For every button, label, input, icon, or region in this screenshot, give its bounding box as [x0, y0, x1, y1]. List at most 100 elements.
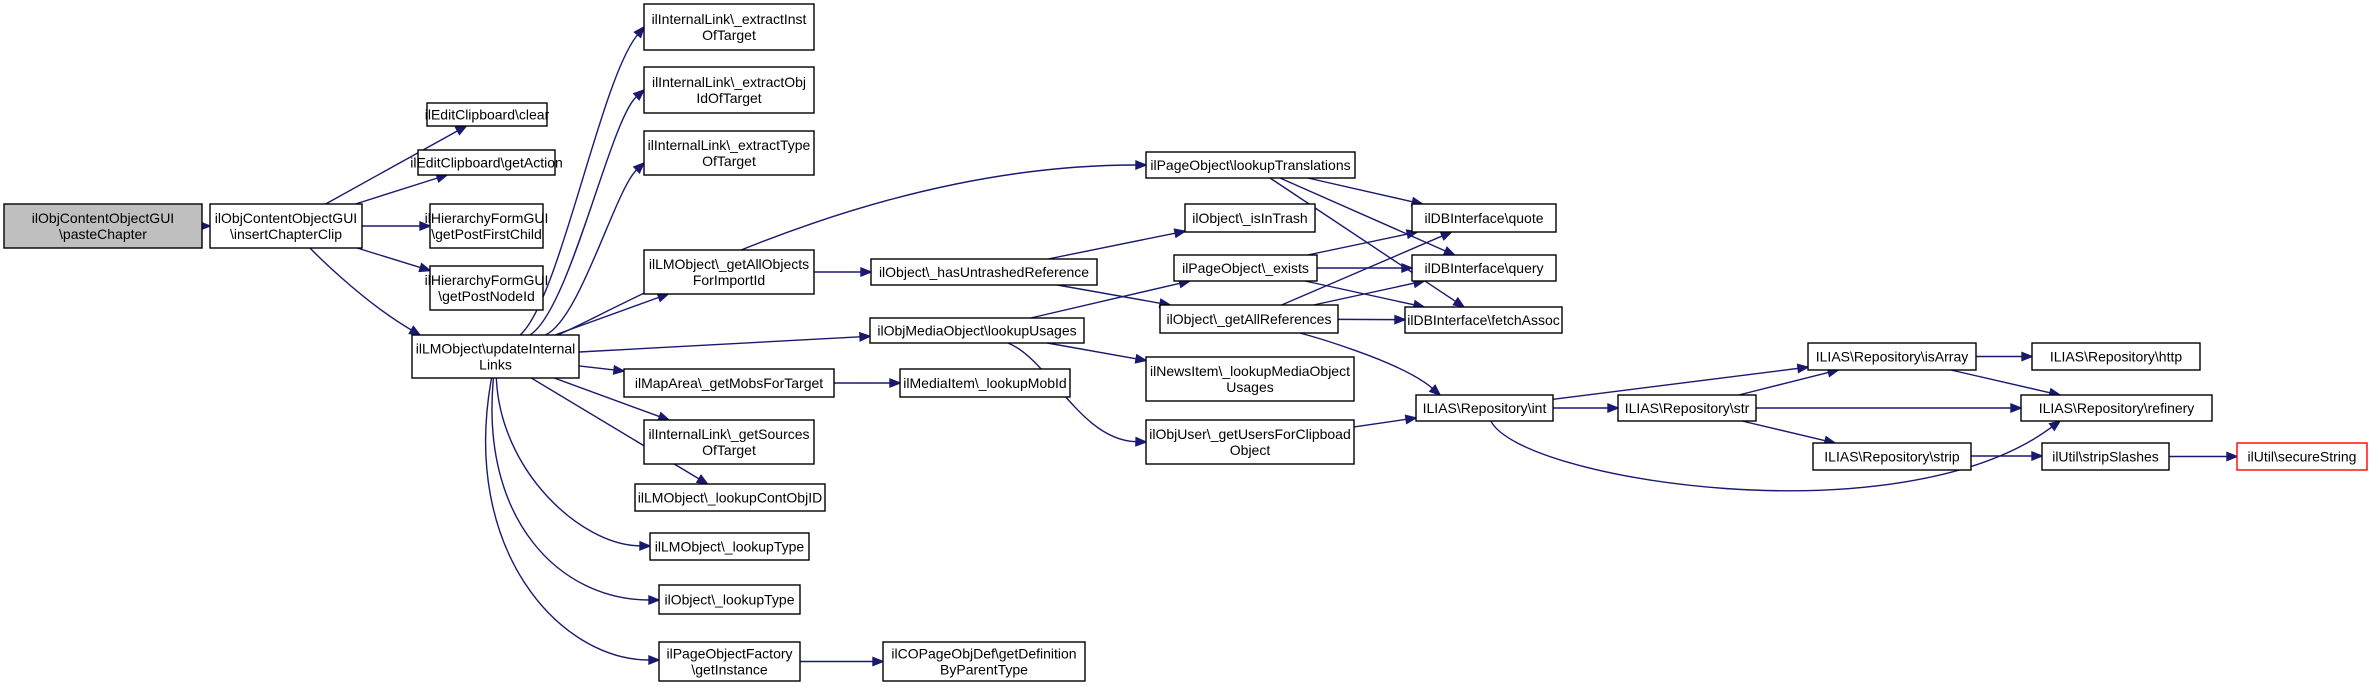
- node-repoStr[interactable]: ILIAS\Repository\str: [1617, 394, 1757, 422]
- node-insert[interactable]: ilObjContentObjectGUI\insertChapterClip: [209, 203, 363, 249]
- node-label: ByParentType: [940, 662, 1028, 678]
- node-box: [429, 265, 544, 311]
- node-quote[interactable]: ilDBInterface\quote: [1411, 203, 1557, 233]
- node-repoStrip[interactable]: ILIAS\Repository\strip: [1812, 442, 1972, 471]
- arrow-head: [1173, 228, 1187, 239]
- node-isInTrash[interactable]: ilObject\_isInTrash: [1184, 203, 1316, 233]
- node-box: [429, 203, 544, 249]
- edge-line: [1552, 367, 1799, 401]
- node-box: [634, 483, 826, 512]
- node-lookupTrans[interactable]: ilPageObject\lookupTranslations: [1145, 151, 1356, 179]
- arrow-head: [1428, 384, 1442, 397]
- node-pageExists[interactable]: ilPageObject\_exists: [1173, 254, 1318, 282]
- node-box: [643, 249, 815, 295]
- node-label: OfTarget: [702, 153, 756, 169]
- node-postNode[interactable]: ilHierarchyFormGUI\getPostNodeId: [425, 265, 549, 311]
- node-label: ilPageObject\_exists: [1182, 260, 1309, 276]
- edge-line: [1007, 342, 1137, 443]
- edge-stripSlashes-to-secureString: [2169, 451, 2239, 462]
- arrow-head: [454, 125, 468, 136]
- node-box: [417, 149, 556, 176]
- node-repoRefinery[interactable]: ILIAS\Repository\refinery: [2020, 394, 2213, 422]
- node-box: [1812, 442, 1972, 471]
- edge-insert-to-postFirst: [362, 220, 432, 232]
- edge-insert-to-getAction: [355, 173, 449, 205]
- arrow-head: [408, 325, 422, 336]
- edge-line: [491, 377, 650, 601]
- edge-line: [556, 164, 1137, 336]
- edge-update-to-extType: [544, 161, 646, 336]
- node-getAction[interactable]: ilEditClipboard\getAction: [410, 149, 563, 176]
- node-hasUntrashed[interactable]: ilObject\_hasUntrashedReference: [870, 258, 1098, 286]
- edge-line: [1047, 342, 1137, 360]
- node-lookupUsages[interactable]: ilObjMediaObject\lookupUsages: [869, 317, 1085, 344]
- edge-lookupUsages-to-newsLookup: [1047, 342, 1148, 364]
- arrow-head: [2021, 351, 2034, 362]
- node-label: ilMediaItem\_lookupMobId: [903, 375, 1066, 391]
- arrow-head: [1452, 296, 1466, 309]
- node-clear[interactable]: ilEditClipboard\clear: [425, 102, 550, 127]
- node-label: \getInstance: [691, 662, 767, 678]
- edge-update-to-objLookupType: [491, 377, 661, 606]
- node-label: ilLMObject\_getAllObjects: [649, 256, 809, 272]
- edge-line: [1490, 420, 2053, 492]
- node-repoInt[interactable]: ILIAS\Repository\int: [1415, 394, 1554, 422]
- node-paste[interactable]: ilObjContentObjectGUI\pasteChapter: [3, 203, 203, 249]
- node-label: \getPostNodeId: [438, 288, 535, 304]
- arrow-head: [657, 411, 671, 422]
- node-box: [2020, 394, 2213, 422]
- node-box: [1184, 203, 1316, 233]
- node-getMobs[interactable]: ilMapArea\_getMobsForTarget: [623, 368, 835, 398]
- arrow-head: [656, 292, 670, 303]
- node-fetchAssoc[interactable]: ilDBInterface\fetchAssoc: [1404, 306, 1563, 334]
- node-lookupCont[interactable]: ilLMObject\_lookupContObjID: [634, 483, 826, 512]
- node-getAllRefs[interactable]: ilObject\_getAllReferences: [1159, 304, 1339, 334]
- arrow-head: [860, 266, 873, 278]
- node-label: ILIAS\Repository\isArray: [1816, 349, 1969, 365]
- node-box: [623, 368, 835, 398]
- node-postFirst[interactable]: ilHierarchyFormGUI\getPostFirstChild: [425, 203, 549, 249]
- edge-insert-to-update: [309, 247, 422, 336]
- node-label: ilDBInterface\query: [1424, 260, 1543, 276]
- node-box: [869, 317, 1085, 344]
- arrow-head: [632, 161, 646, 174]
- node-repoIsArray[interactable]: ILIAS\Repository\isArray: [1807, 342, 1977, 371]
- node-objLookupType[interactable]: ilObject\_lookupType: [658, 584, 801, 615]
- edge-repoStr-to-repoStrip: [1741, 420, 1837, 446]
- node-mediaLookupMob[interactable]: ilMediaItem\_lookupMobId: [899, 368, 1071, 398]
- node-label: ilInternalLink\_getSources: [648, 426, 809, 442]
- node-box: [1411, 203, 1557, 233]
- node-secureString[interactable]: ilUtil\secureString: [2236, 442, 2368, 471]
- node-lmLookupType[interactable]: ilLMObject\_lookupType: [649, 532, 810, 561]
- node-box: [2031, 342, 2201, 371]
- node-label: ilObject\_hasUntrashedReference: [879, 264, 1089, 280]
- node-label: ilHierarchyFormGUI: [425, 272, 549, 288]
- node-box: [426, 102, 548, 127]
- node-label: ilPageObjectFactory: [666, 646, 792, 662]
- node-label: ilDBInterface\quote: [1424, 210, 1543, 226]
- edge-repoIsArray-to-repoRefinery: [1950, 369, 2062, 398]
- node-box: [2236, 442, 2368, 471]
- node-label: \insertChapterClip: [230, 226, 342, 242]
- node-box: [658, 584, 801, 615]
- node-pofGetInstance[interactable]: ilPageObjectFactory\getInstance: [658, 641, 801, 682]
- arrow-head: [2010, 402, 2023, 414]
- node-repoHttp[interactable]: ILIAS\Repository\http: [2031, 342, 2201, 371]
- edge-insert-to-postNode: [356, 247, 432, 273]
- arrow-head: [1442, 246, 1457, 256]
- node-label: ilLMObject\_lookupType: [655, 539, 805, 555]
- node-box: [1411, 254, 1557, 282]
- edge-getMobs-to-mediaLookupMob: [834, 377, 902, 389]
- node-query[interactable]: ilDBInterface\query: [1411, 254, 1557, 282]
- node-stripSlashes[interactable]: ilUtil\stripSlashes: [2041, 442, 2170, 471]
- node-label: ilObject\_getAllReferences: [1167, 311, 1332, 327]
